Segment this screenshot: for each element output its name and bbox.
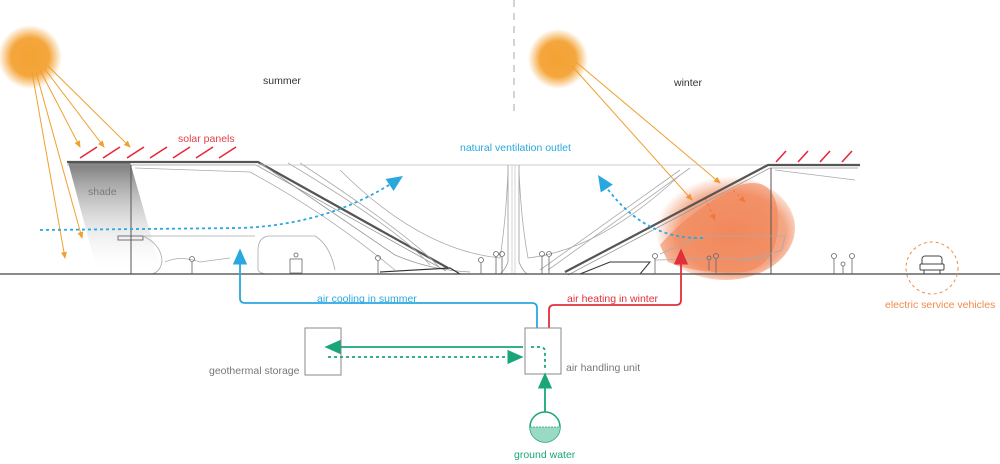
solar-panels-summer xyxy=(79,146,237,159)
winter-sun-icon xyxy=(528,29,588,89)
shade-region xyxy=(68,162,162,274)
person-figure xyxy=(478,257,484,274)
geothermal-storage-box xyxy=(304,327,342,376)
label-geothermal-storage: geothermal storage xyxy=(209,365,300,377)
winter-ventilation-path xyxy=(598,174,704,239)
building-section xyxy=(0,160,1000,276)
label-air-cooling: air cooling in summer xyxy=(317,293,417,305)
person-figure xyxy=(499,251,505,274)
label-shade: shade xyxy=(88,186,117,198)
person-figure xyxy=(546,251,552,274)
solar-panels-winter xyxy=(775,150,853,163)
air-heating-line xyxy=(548,248,689,330)
summer-ventilation-path xyxy=(39,175,403,231)
summer-sun-icon xyxy=(0,25,62,89)
air-cooling-line xyxy=(232,248,538,330)
person-figure xyxy=(189,256,195,274)
label-solar-panels: solar panels xyxy=(178,133,235,145)
air-handling-unit-box xyxy=(524,327,562,375)
label-natural-ventilation-outlet: natural ventilation outlet xyxy=(460,142,571,154)
person-figure xyxy=(493,251,499,274)
person-figure xyxy=(289,252,303,274)
label-electric-service-vehicles: electric service vehicles xyxy=(885,299,995,311)
person-figure xyxy=(652,253,658,274)
person-figure xyxy=(706,255,712,270)
heat-glow-body xyxy=(660,183,779,273)
person-figure xyxy=(713,253,719,274)
vehicle-circle xyxy=(905,241,959,295)
person-figure xyxy=(539,251,545,274)
label-air-heating: air heating in winter xyxy=(567,293,659,305)
person-figure xyxy=(849,253,855,274)
car-icon xyxy=(919,255,945,274)
label-winter: winter xyxy=(673,77,703,89)
winter-sun-rays xyxy=(571,61,721,201)
aHU-internal-path xyxy=(531,346,546,370)
people-figures xyxy=(189,251,855,274)
label-summer: summer xyxy=(263,75,301,87)
transmitted-rays xyxy=(704,189,746,221)
label-ground-water: ground water xyxy=(514,449,576,461)
person-figure xyxy=(375,255,381,274)
person-figure xyxy=(831,253,837,274)
summer-sun-rays xyxy=(31,65,131,259)
person-figure xyxy=(840,261,846,274)
ground-water-tank-icon xyxy=(529,411,561,443)
label-air-handling-unit: air handling unit xyxy=(566,362,640,374)
